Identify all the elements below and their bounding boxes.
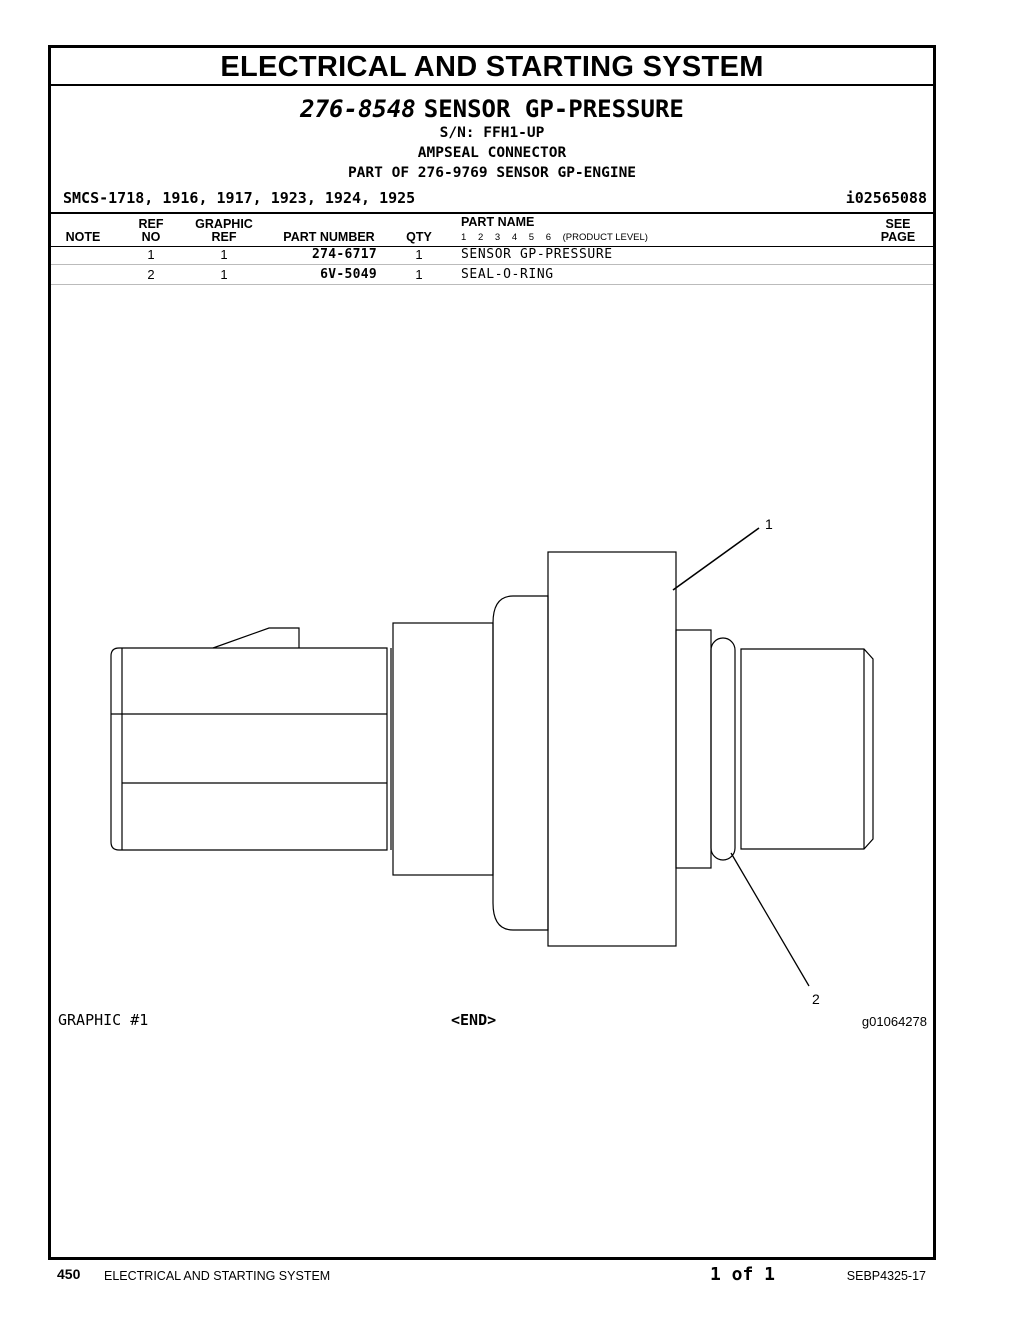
row-part-number: 274-6717 bbox=[311, 247, 377, 262]
document-id: i02565088 bbox=[845, 189, 927, 207]
hex-flange bbox=[547, 551, 677, 947]
row-qty: 1 bbox=[415, 267, 423, 282]
callout-leader-1 bbox=[672, 527, 760, 591]
row-part-number: 6V-5049 bbox=[320, 267, 377, 282]
page-footer: 450 ELECTRICAL AND STARTING SYSTEM 1 of … bbox=[0, 1262, 1020, 1292]
header-part-name: PART NAME bbox=[461, 215, 535, 229]
row-ref-no: 1 bbox=[147, 247, 155, 262]
footer-section-title: ELECTRICAL AND STARTING SYSTEM bbox=[104, 1269, 331, 1283]
section-title: ELECTRICAL AND STARTING SYSTEM bbox=[51, 48, 933, 86]
header-see-bottom: PAGE bbox=[880, 230, 916, 244]
graphic-id: g01064278 bbox=[861, 1014, 927, 1029]
table-row: 2 1 6V-5049 1 SEAL-O-RING bbox=[51, 265, 933, 285]
product-level-3: 3 bbox=[494, 232, 501, 243]
row-part-name: SENSOR GP-PRESSURE bbox=[461, 247, 613, 262]
product-level-4: 4 bbox=[511, 232, 518, 243]
part-of-assembly: PART OF 276-9769 SENSOR GP-ENGINE bbox=[347, 165, 637, 181]
callout-number: 1 bbox=[765, 516, 773, 532]
page-number: 450 bbox=[57, 1266, 81, 1282]
row-qty: 1 bbox=[415, 247, 423, 262]
part-note: AMPSEAL CONNECTOR bbox=[417, 145, 567, 161]
header-graphic-bottom: REF bbox=[211, 230, 237, 244]
product-level-2: 2 bbox=[477, 232, 484, 243]
page-count: 1 of 1 bbox=[710, 1264, 776, 1285]
graphic-label: GRAPHIC #1 bbox=[58, 1011, 149, 1029]
parts-table-header: NOTE REF NO GRAPHIC REF PART NUMBER QTY … bbox=[51, 212, 933, 247]
header-qty: QTY bbox=[406, 230, 432, 244]
row-part-name: SEAL-O-RING bbox=[461, 267, 554, 282]
callout-number: 2 bbox=[812, 991, 820, 1007]
row-ref-no: 2 bbox=[147, 267, 155, 282]
row-graphic-ref: 1 bbox=[220, 247, 228, 262]
port-fitting bbox=[740, 648, 874, 850]
product-level-6: 6 bbox=[545, 232, 551, 243]
part-name-title: SENSOR GP-PRESSURE bbox=[423, 95, 684, 123]
sensor-drawing bbox=[110, 527, 874, 987]
serial-range: S/N: FFH1-UP bbox=[439, 125, 545, 141]
document-code: SEBP4325-17 bbox=[846, 1269, 926, 1283]
product-level-label: (PRODUCT LEVEL) bbox=[562, 232, 648, 243]
o-ring-seal bbox=[710, 637, 736, 861]
product-levels: 1 2 3 4 5 6 (PRODUCT LEVEL) bbox=[461, 232, 648, 243]
thread-neck bbox=[675, 629, 712, 869]
header-see-top: SEE bbox=[885, 217, 911, 231]
header-note: NOTE bbox=[65, 230, 101, 244]
shoulder-profile bbox=[492, 595, 549, 931]
header-graphic-top: GRAPHIC bbox=[195, 217, 253, 231]
connector-latch bbox=[212, 627, 300, 649]
header-part-number: PART NUMBER bbox=[283, 230, 375, 244]
hex-collar bbox=[392, 622, 494, 876]
product-level-1: 1 bbox=[461, 232, 467, 243]
end-marker: <END> bbox=[451, 1011, 497, 1029]
row-graphic-ref: 1 bbox=[220, 267, 228, 282]
header-ref-bottom: NO bbox=[141, 230, 161, 244]
product-level-5: 5 bbox=[528, 232, 535, 243]
table-row: 1 1 274-6717 1 SENSOR GP-PRESSURE bbox=[51, 245, 933, 265]
connector-body bbox=[110, 647, 388, 851]
smcs-codes: SMCS-1718, 1916, 1917, 1923, 1924, 1925 bbox=[63, 189, 416, 207]
part-number-title: 276-8548 bbox=[300, 95, 416, 123]
header-ref-top: REF bbox=[138, 217, 164, 231]
callout-leader-2 bbox=[730, 852, 810, 987]
